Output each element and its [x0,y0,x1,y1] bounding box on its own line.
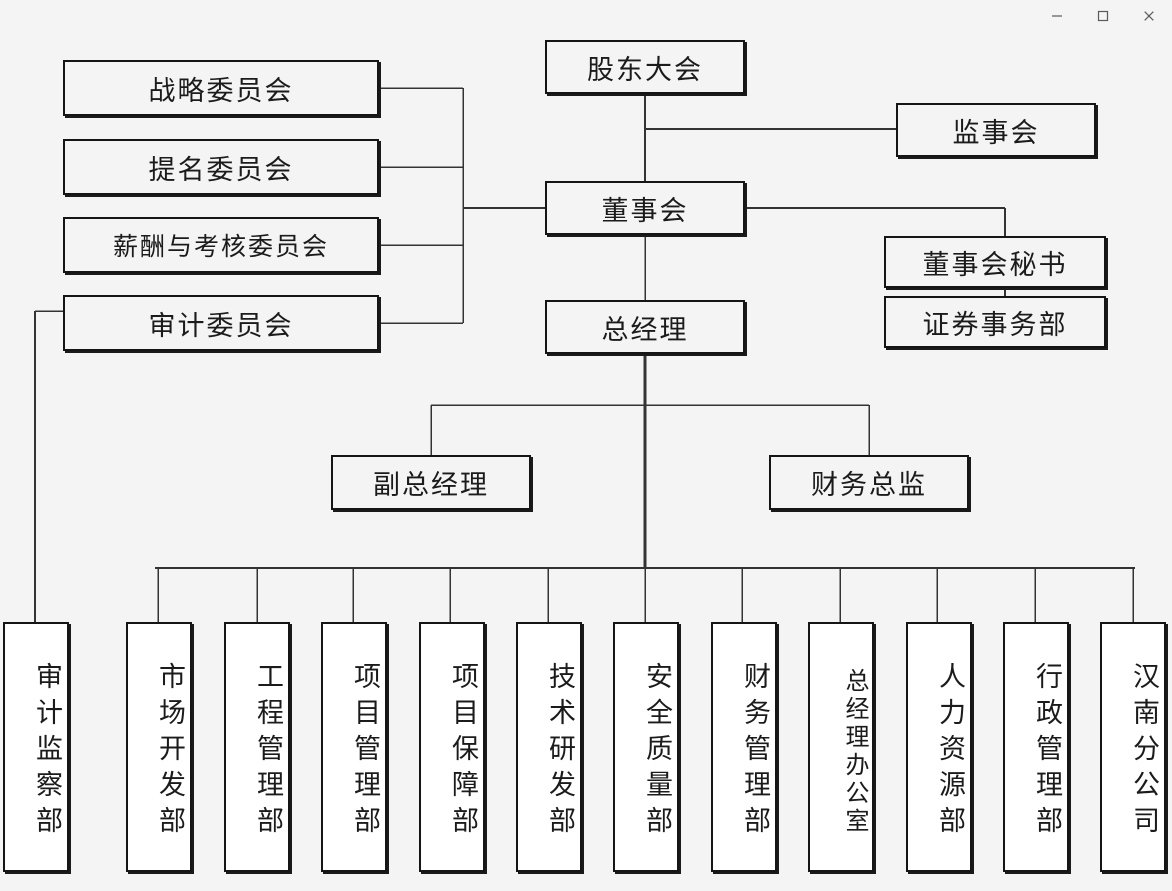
node-safety-quality-dept[interactable]: 安全质量部 [613,622,679,872]
node-general-manager[interactable]: 总经理 [545,300,745,354]
node-audit-supervision-dept[interactable]: 审计监察部 [3,622,69,872]
maximize-button[interactable] [1080,1,1126,31]
node-board[interactable]: 董事会 [545,181,745,235]
window-titlebar [0,0,1172,32]
node-market-development-dept[interactable]: 市场开发部 [126,622,192,872]
node-finance-management-dept[interactable]: 财务管理部 [711,622,777,872]
node-hr-dept[interactable]: 人力资源部 [906,622,972,872]
node-strategy-committee[interactable]: 战略委员会 [63,60,379,116]
node-deputy-general-manager[interactable]: 副总经理 [331,455,531,510]
node-audit-committee[interactable]: 审计委员会 [63,295,379,351]
node-admin-management-dept[interactable]: 行政管理部 [1003,622,1069,872]
close-icon [1142,9,1156,23]
node-gm-office[interactable]: 总经理办公室 [808,622,874,872]
node-cfo[interactable]: 财务总监 [769,455,969,510]
node-securities-dept[interactable]: 证券事务部 [884,296,1106,348]
node-nomination-committee[interactable]: 提名委员会 [63,139,379,195]
node-board-secretary[interactable]: 董事会秘书 [884,236,1106,288]
node-project-management-dept[interactable]: 项目管理部 [321,622,387,872]
node-remuneration-committee[interactable]: 薪酬与考核委员会 [63,217,379,273]
maximize-icon [1096,9,1110,23]
node-project-support-dept[interactable]: 项目保障部 [419,622,485,872]
minimize-button[interactable] [1034,1,1080,31]
close-button[interactable] [1126,1,1172,31]
node-supervisors[interactable]: 监事会 [896,103,1096,157]
node-shareholders[interactable]: 股东大会 [545,40,745,94]
node-rnd-dept[interactable]: 技术研发部 [516,622,582,872]
node-hannan-branch[interactable]: 汉南分公司 [1100,622,1166,872]
node-engineering-management-dept[interactable]: 工程管理部 [224,622,290,872]
minimize-icon [1050,9,1064,23]
